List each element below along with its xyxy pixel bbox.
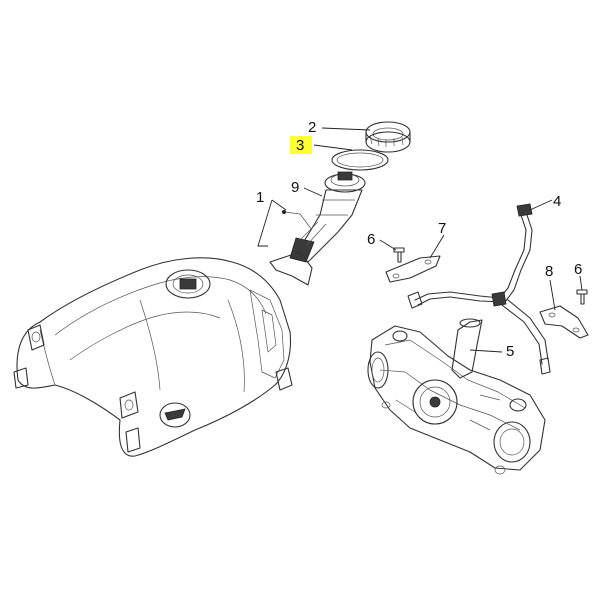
- callout-9-label: 9: [291, 179, 299, 196]
- leader-4: [529, 199, 553, 211]
- leader-6a: [379, 239, 397, 251]
- callout-3-label: 3: [296, 137, 304, 154]
- throttle-body: [367, 318, 546, 475]
- callout-2-label: 2: [308, 119, 316, 136]
- leader-lines: [257, 127, 583, 353]
- callouts: 1 2 3 4 5 6 6 7 8 9: [256, 119, 582, 360]
- leader-9: [303, 187, 323, 197]
- gasket-ring: [331, 149, 389, 171]
- fuel-tank: [13, 257, 293, 457]
- leader-1: [257, 199, 287, 247]
- bracket-left: [385, 255, 441, 283]
- callout-6a-label: 6: [367, 231, 375, 248]
- callout-4-label: 4: [553, 193, 561, 210]
- callout-6b-label: 6: [574, 261, 582, 278]
- callout-1-label: 1: [256, 189, 264, 206]
- lock-ring: [365, 121, 411, 153]
- leader-8: [549, 279, 556, 311]
- leader-6b: [579, 275, 583, 291]
- fuel-hose: [407, 203, 551, 375]
- callout-7-label: 7: [438, 220, 446, 237]
- bracket-right: [539, 305, 589, 339]
- leader-5: [469, 349, 503, 353]
- fuel-pump-assembly: [269, 171, 366, 286]
- callout-3-highlight: [290, 136, 312, 154]
- bolt-left: [393, 247, 405, 263]
- bolt-right: [576, 289, 588, 305]
- leader-2: [321, 127, 371, 131]
- leader-7: [429, 234, 445, 259]
- callout-5-label: 5: [506, 343, 514, 360]
- leader-3: [313, 144, 353, 151]
- callout-8-label: 8: [545, 263, 553, 280]
